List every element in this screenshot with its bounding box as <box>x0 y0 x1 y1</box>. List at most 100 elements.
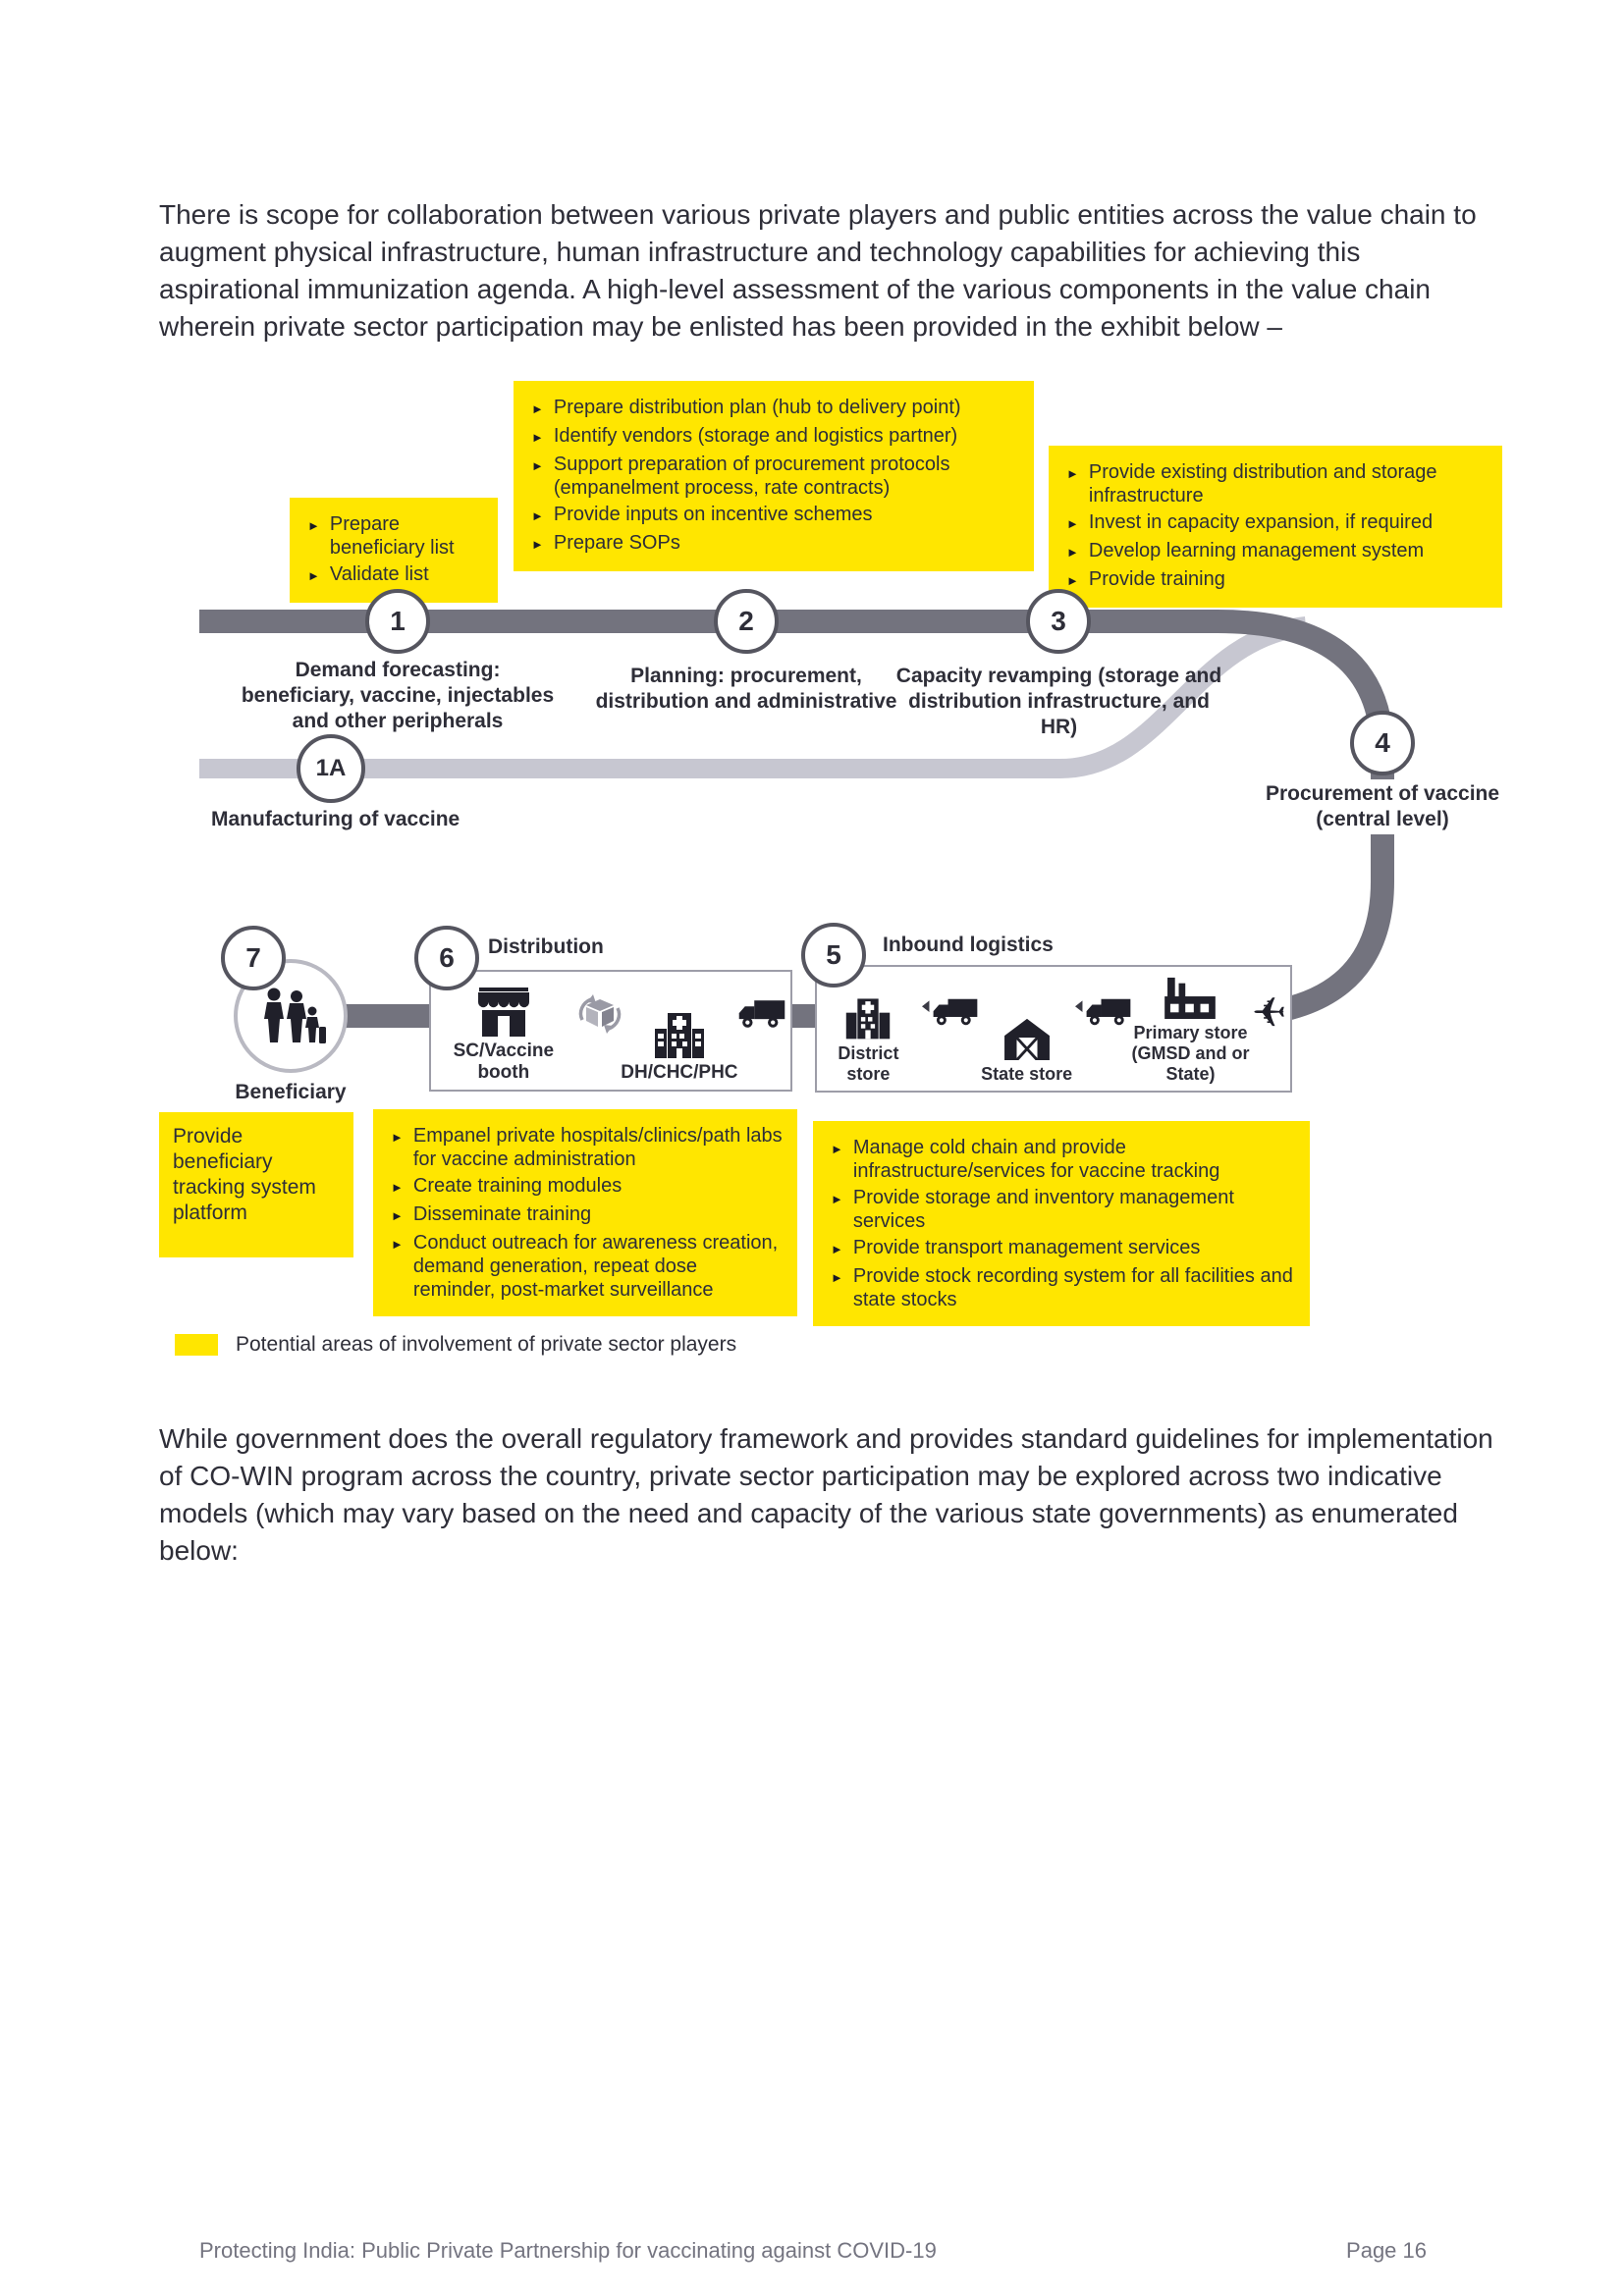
footer-page-number: Page 16 <box>1346 2238 1427 2263</box>
plane-cell <box>1247 967 1290 1091</box>
bullet-arrow-icon <box>1066 460 1079 486</box>
callout-item-text: Manage cold chain and provide infrastruc… <box>852 1137 1220 1182</box>
list-item: Prepare SOPs <box>527 531 1020 557</box>
station-label: DH/CHC/PHC <box>621 1062 738 1083</box>
callout-item-text: Invest in capacity expansion, if require… <box>1088 511 1434 533</box>
footer-document-title: Protecting India: Public Private Partner… <box>199 2238 937 2263</box>
station-primary-store: Primary store (GMSD and or State) <box>1131 967 1249 1091</box>
node-number: 1 <box>390 606 406 636</box>
callout-item-text: Conduct outreach for awareness creation,… <box>412 1232 779 1301</box>
callout-distribution: Empanel private hospitals/clinics/path l… <box>373 1109 797 1316</box>
station-label: SC/Vaccine booth <box>453 1041 555 1083</box>
legend: Potential areas of involvement of privat… <box>175 1333 736 1357</box>
node-2-label: Planning: procurement, distribution and … <box>595 665 897 713</box>
vaccine-booth-icon <box>477 988 530 1037</box>
node-6-label: Distribution <box>488 935 604 958</box>
node-4: 4 <box>1350 711 1415 775</box>
list-item: Support preparation of procurement proto… <box>527 453 1020 500</box>
node-3: 3 <box>1026 589 1091 654</box>
node-7: 7 <box>221 926 286 990</box>
node-4-label: Procurement of vaccine (central level) <box>1260 779 1505 834</box>
callout-item-text: Empanel private hospitals/clinics/path l… <box>412 1125 783 1170</box>
bullet-arrow-icon <box>1066 567 1079 593</box>
callout-distribution-list: Empanel private hospitals/clinics/path l… <box>387 1124 784 1302</box>
callout-capacity-revamping: Provide existing distribution and storag… <box>1049 446 1502 608</box>
bullet-arrow-icon <box>831 1186 843 1211</box>
callout-capacity-list: Provide existing distribution and storag… <box>1062 460 1489 593</box>
truck-cell <box>1073 967 1133 1091</box>
bullet-arrow-icon <box>1066 539 1079 564</box>
callout-beneficiary-tracking: Provide beneficiary tracking system plat… <box>159 1112 353 1257</box>
list-item: Provide transport management services <box>827 1236 1296 1261</box>
bullet-arrow-icon <box>307 512 320 538</box>
callout-item-text: Validate list <box>329 563 429 585</box>
station-state-store: State store <box>980 967 1073 1091</box>
list-item: Empanel private hospitals/clinics/path l… <box>387 1124 784 1171</box>
callout-item-text: Develop learning management system <box>1088 540 1425 561</box>
node-number: 3 <box>1051 606 1066 636</box>
closing-paragraph: While government does the overall regula… <box>159 1423 1493 1566</box>
list-item: Identify vendors (storage and logistics … <box>527 424 1020 450</box>
station-label: Primary store (GMSD and or State) <box>1131 1023 1250 1084</box>
callout-demand-forecasting: Prepare beneficiary list Validate list <box>290 498 498 603</box>
list-item: Validate list <box>303 562 484 588</box>
callout-demand-list: Prepare beneficiary list Validate list <box>303 512 484 588</box>
bullet-arrow-icon <box>531 396 544 421</box>
callout-item-text: Prepare beneficiary list <box>329 513 455 559</box>
node-number: 6 <box>439 942 455 973</box>
callout-item-text: Create training modules <box>412 1175 623 1197</box>
distribution-station-box: SC/Vaccine booth <box>429 970 792 1092</box>
station-dh-chc-phc: DH/CHC/PHC <box>621 972 738 1090</box>
bullet-arrow-icon <box>391 1124 404 1149</box>
list-item: Provide storage and inventory management… <box>827 1186 1296 1233</box>
truck-cell <box>734 972 790 1090</box>
node-1a: 1A <box>297 734 365 803</box>
bullet-arrow-icon <box>531 531 544 557</box>
list-item: Develop learning management system <box>1062 539 1489 564</box>
callout-item-text: Provide existing distribution and storag… <box>1088 461 1437 507</box>
bullet-arrow-icon <box>307 562 320 588</box>
manufacturing-branch-line <box>199 616 1308 778</box>
list-item: Provide stock recording system for all f… <box>827 1264 1296 1311</box>
list-item: Prepare beneficiary list <box>303 512 484 560</box>
callout-item-text: Identify vendors (storage and logistics … <box>553 425 958 447</box>
list-item: Conduct outreach for awareness creation,… <box>387 1231 784 1302</box>
node-number: 5 <box>826 939 841 970</box>
bullet-arrow-icon <box>831 1136 843 1161</box>
callout-item-text: Provide transport management services <box>852 1237 1201 1258</box>
legend-yellow-swatch <box>175 1334 218 1356</box>
node-7-label: Beneficiary <box>235 1081 347 1103</box>
node-1: 1 <box>365 589 430 654</box>
flow-truck-icon <box>1074 995 1132 1029</box>
callout-item-text: Provide stock recording system for all f… <box>852 1265 1293 1310</box>
bullet-arrow-icon <box>391 1231 404 1256</box>
bullet-arrow-icon <box>531 424 544 450</box>
station-vaccine-booth: SC/Vaccine booth <box>431 972 576 1090</box>
list-item: Prepare distribution plan (hub to delive… <box>527 396 1020 421</box>
package-cycle-icon <box>577 993 623 1035</box>
callout-planning-list: Prepare distribution plan (hub to delive… <box>527 396 1020 557</box>
node-number: 1A <box>315 755 347 781</box>
hospital-icon <box>653 1011 706 1058</box>
callout-planning: Prepare distribution plan (hub to delive… <box>514 381 1034 571</box>
list-item: Invest in capacity expansion, if require… <box>1062 510 1489 536</box>
node-number: 2 <box>738 606 754 636</box>
flow-truck-icon <box>921 995 979 1029</box>
list-item: Provide existing distribution and storag… <box>1062 460 1489 507</box>
callout-text: Provide beneficiary tracking system plat… <box>173 1125 316 1224</box>
list-item: Provide inputs on incentive schemes <box>527 503 1020 528</box>
station-district-store: District store <box>817 967 920 1091</box>
node-5-label: Inbound logistics <box>883 934 1054 956</box>
list-item: Create training modules <box>387 1174 784 1200</box>
package-cell <box>576 972 624 1090</box>
legend-label: Potential areas of involvement of privat… <box>236 1333 737 1356</box>
station-label: District store <box>838 1043 899 1084</box>
bullet-arrow-icon <box>831 1236 843 1261</box>
node-number: 7 <box>245 942 261 973</box>
plane-icon <box>1252 988 1286 1037</box>
list-item: Disseminate training <box>387 1202 784 1228</box>
callout-inbound-list: Manage cold chain and provide infrastruc… <box>827 1136 1296 1311</box>
bullet-arrow-icon <box>391 1202 404 1228</box>
list-item: Provide training <box>1062 567 1489 593</box>
